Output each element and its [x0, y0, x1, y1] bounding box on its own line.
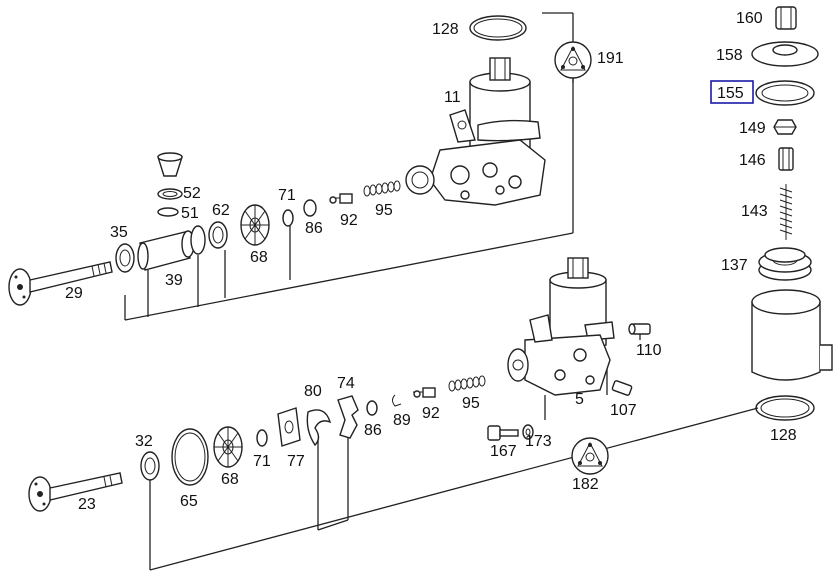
- part-149-nut[interactable]: [773, 119, 797, 135]
- label-173: 173: [525, 433, 552, 450]
- part-92-valve-bottom[interactable]: [413, 387, 436, 398]
- label-51: 51: [181, 205, 199, 222]
- part-32-bearing[interactable]: [140, 451, 160, 481]
- upper-leader-lines: [124, 12, 574, 321]
- lower-leader-lines: [149, 330, 759, 571]
- label-89: 89: [393, 412, 411, 429]
- part-89-clip[interactable]: [392, 394, 402, 407]
- part-143-spring[interactable]: [779, 184, 793, 240]
- label-110: 110: [636, 342, 662, 359]
- label-167: 167: [490, 443, 517, 460]
- label-23: 23: [78, 496, 96, 513]
- label-128-bottom: 128: [770, 427, 797, 444]
- part-35-bearing[interactable]: [115, 243, 135, 273]
- label-29: 29: [65, 285, 83, 302]
- highlight-155: [710, 80, 754, 104]
- label-32: 32: [135, 433, 153, 450]
- part-173-washer[interactable]: [522, 424, 534, 440]
- part-51-oring[interactable]: [157, 207, 179, 217]
- label-39: 39: [165, 272, 183, 289]
- label-62: 62: [212, 202, 230, 219]
- label-5: 5: [575, 391, 584, 408]
- label-191: 191: [597, 50, 624, 67]
- label-86-bottom: 86: [364, 422, 382, 439]
- part-74-plate[interactable]: [337, 395, 359, 439]
- part-167-bolt[interactable]: [487, 425, 519, 441]
- part-39-sleeve[interactable]: [137, 230, 195, 271]
- part-158-cover[interactable]: [751, 41, 819, 67]
- label-158: 158: [716, 47, 743, 64]
- part-146-bolt[interactable]: [778, 147, 794, 171]
- label-137: 137: [721, 257, 748, 274]
- label-11: 11: [444, 89, 461, 106]
- part-128-gasket-bottom[interactable]: [755, 395, 815, 421]
- label-128-top: 128: [432, 21, 459, 38]
- label-143: 143: [741, 203, 768, 220]
- label-92-bottom: 92: [422, 405, 440, 422]
- part-95-spring-bottom[interactable]: [448, 375, 486, 392]
- part-62-ring[interactable]: [190, 221, 228, 255]
- part-86-clip-top[interactable]: [303, 199, 317, 217]
- part-71-ring-bottom[interactable]: [256, 429, 268, 447]
- part-128-gasket-top[interactable]: [469, 15, 527, 41]
- label-68-bottom: 68: [221, 471, 239, 488]
- part-68-rotor-top[interactable]: [240, 204, 270, 246]
- part-71-ring-top[interactable]: [282, 209, 294, 227]
- part-65-gasket[interactable]: [171, 428, 209, 486]
- part-52-plug[interactable]: [157, 152, 183, 200]
- label-92-top: 92: [340, 212, 358, 229]
- part-95-spring-top[interactable]: [363, 180, 401, 197]
- label-146: 146: [739, 152, 766, 169]
- label-77: 77: [287, 453, 305, 470]
- part-110-fitting[interactable]: [628, 323, 651, 335]
- label-35: 35: [110, 224, 128, 241]
- part-80-cam-ring[interactable]: [306, 409, 332, 447]
- label-95-top: 95: [375, 202, 393, 219]
- label-95-bottom: 95: [462, 395, 480, 412]
- label-52: 52: [183, 185, 201, 202]
- label-107: 107: [610, 402, 637, 419]
- label-160: 160: [736, 10, 763, 27]
- part-137-filter[interactable]: [758, 247, 812, 281]
- part-182-flange[interactable]: [571, 437, 609, 475]
- part-29-shaft[interactable]: [8, 261, 113, 306]
- label-74: 74: [337, 375, 355, 392]
- part-5-pump-assembly[interactable]: [507, 257, 615, 396]
- label-80: 80: [304, 383, 322, 400]
- label-155: 155: [717, 85, 744, 102]
- part-reservoir-canister[interactable]: [751, 289, 833, 381]
- label-86-top: 86: [305, 220, 323, 237]
- part-77-cam[interactable]: [277, 407, 301, 447]
- part-11-pump-assembly[interactable]: [405, 57, 546, 206]
- label-71-bottom: 71: [253, 453, 271, 470]
- label-71-top: 71: [278, 187, 296, 204]
- part-160-nut[interactable]: [775, 6, 797, 30]
- label-182: 182: [572, 476, 599, 493]
- part-86-clip-bottom[interactable]: [366, 400, 378, 416]
- part-107-fitting[interactable]: [611, 380, 633, 396]
- part-68-rotor-bottom[interactable]: [213, 426, 243, 468]
- label-68-top: 68: [250, 249, 268, 266]
- label-65: 65: [180, 493, 198, 510]
- part-92-valve-top[interactable]: [329, 193, 353, 204]
- part-191-flange[interactable]: [554, 41, 592, 79]
- label-149: 149: [739, 120, 766, 137]
- part-155-seal[interactable]: [755, 80, 815, 106]
- part-23-shaft[interactable]: [28, 472, 123, 512]
